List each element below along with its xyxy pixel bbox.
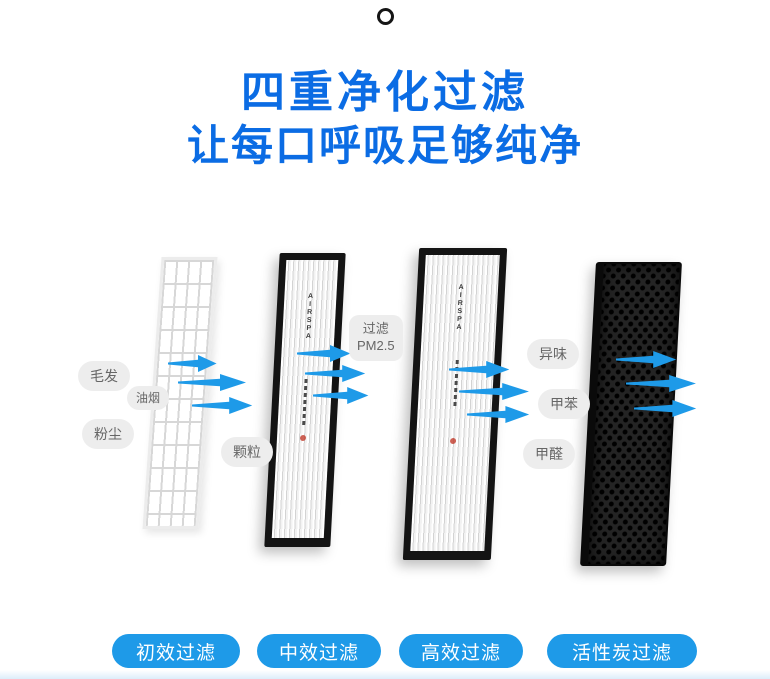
- airflow-arrow: [192, 397, 254, 414]
- pollutant-bubble-particles: 颗粒: [221, 437, 273, 467]
- airflow-arrow: [459, 383, 531, 400]
- bottom-section-divider: [0, 670, 770, 679]
- airflow-arrow: [168, 355, 218, 372]
- airflow-arrow: [626, 375, 698, 392]
- airflow-arrow: [178, 374, 248, 391]
- airflow-arrow: [297, 345, 352, 362]
- airflow-arrow: [467, 406, 531, 423]
- filter-stage-label-carbon: 活性炭过滤: [547, 634, 697, 668]
- pollutant-bubble-oil-smoke: 油烟: [127, 386, 170, 410]
- title-line-1: 四重净化过滤: [241, 68, 529, 117]
- pm25-line-1: 过滤: [362, 321, 389, 336]
- airflow-arrow: [305, 365, 367, 382]
- airflow-arrow: [313, 387, 370, 404]
- pollutant-bubble-toluene: 甲苯: [538, 389, 590, 419]
- filter-stage-label-medium: 中效过滤: [257, 634, 381, 668]
- high-efficiency-filter-image: AIRSPA: [402, 248, 508, 560]
- pollutant-bubble-dust: 粉尘: [82, 419, 134, 449]
- filter-stage-label-prefilter: 初效过滤: [112, 634, 240, 668]
- pollutant-bubble-hair: 毛发: [78, 361, 130, 391]
- filter-stage-label-high: 高效过滤: [399, 634, 523, 668]
- pollutant-bubble-pm25: 过滤 PM2.5: [349, 315, 403, 361]
- pollutant-bubble-formaldehyde: 甲醛: [523, 439, 575, 469]
- airflow-arrow: [634, 400, 698, 417]
- airflow-arrow: [616, 351, 678, 368]
- airflow-arrow: [449, 361, 511, 378]
- decorative-circle: [377, 8, 394, 25]
- title-line-2: 让每口呼吸足够纯净: [186, 122, 583, 169]
- pollutant-bubble-odor: 异味: [527, 339, 579, 369]
- pm25-line-2: PM2.5: [357, 337, 395, 353]
